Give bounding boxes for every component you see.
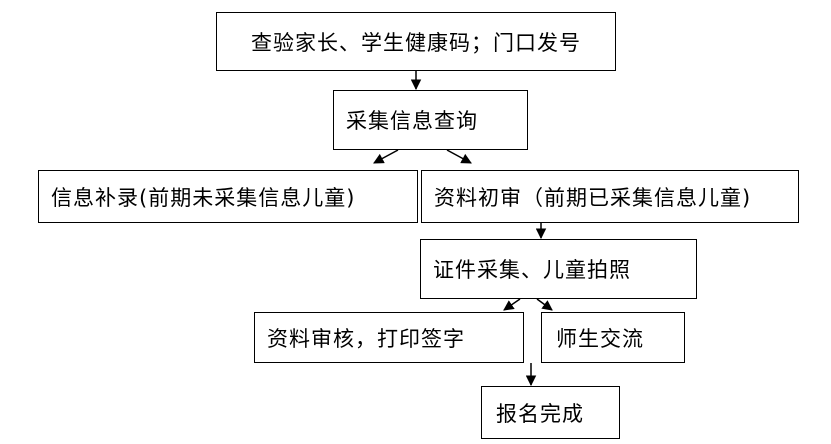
arrow-query-to-supplement bbox=[373, 149, 399, 164]
node-talk-label: 师生交流 bbox=[556, 326, 644, 351]
node-review-label: 资料初审（前期已采集信息儿童) bbox=[434, 185, 752, 210]
node-verify-label: 查验家长、学生健康码；门口发号 bbox=[251, 30, 581, 55]
node-done-label: 报名完成 bbox=[496, 401, 584, 426]
node-info-query: 采集信息查询 bbox=[333, 90, 528, 150]
node-audit-label: 资料审核，打印签字 bbox=[267, 326, 465, 351]
node-audit-print-sign: 资料审核，打印签字 bbox=[254, 312, 524, 363]
node-collect-label: 证件采集、儿童拍照 bbox=[433, 258, 631, 282]
arrow-query-to-review bbox=[446, 149, 472, 164]
node-verify-health-code: 查验家长、学生健康码；门口发号 bbox=[216, 12, 616, 71]
arrow-collect-to-audit bbox=[503, 298, 521, 311]
node-teacher-student-talk: 师生交流 bbox=[541, 312, 685, 363]
node-query-label: 采集信息查询 bbox=[346, 109, 478, 133]
arrow-collect-to-talk bbox=[536, 298, 553, 311]
node-registration-done: 报名完成 bbox=[481, 386, 620, 439]
node-info-supplement: 信息补录(前期未采集信息儿童) bbox=[38, 170, 418, 223]
node-supplement-label: 信息补录(前期未采集信息儿童) bbox=[51, 185, 356, 210]
node-initial-review: 资料初审（前期已采集信息儿童) bbox=[421, 170, 799, 223]
node-document-collect-photo: 证件采集、儿童拍照 bbox=[420, 239, 697, 299]
